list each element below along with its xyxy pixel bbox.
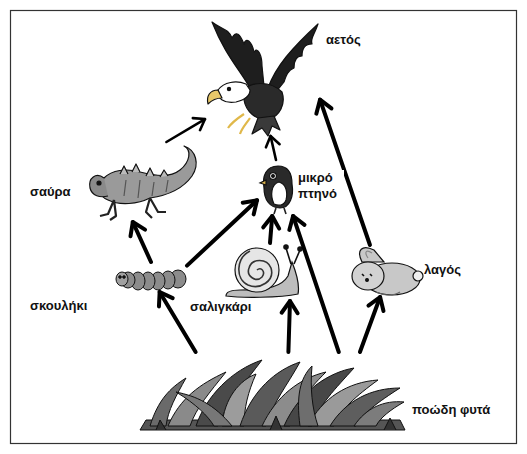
snail-node: σαλιγκάρι [222, 243, 302, 301]
lizard-node: σαύρα [88, 142, 200, 222]
plants-node: ποώδη φυτά [140, 352, 405, 432]
arrow-line [187, 200, 257, 265]
frame [11, 11, 517, 444]
organism-label: λαγός [424, 262, 461, 278]
arrow-head [193, 118, 205, 130]
organism-label: σαύρα [30, 184, 71, 200]
arrow-head [289, 216, 304, 230]
food-arrow [166, 118, 205, 142]
organism-label: αετός [326, 32, 361, 48]
bird-figure [260, 166, 293, 214]
organism-label: μικρό πτηνό [298, 170, 344, 202]
plants-figure [140, 360, 405, 430]
arrow-line [293, 216, 339, 352]
organism-label: ποώδη φυτά [412, 402, 490, 418]
rabbit-figure [352, 248, 423, 295]
food-arrow [130, 222, 151, 262]
snail-figure [226, 245, 302, 298]
worm-node: σκουλήκι [115, 262, 187, 292]
eagle-figure [207, 22, 318, 136]
organism-label: σκουλήκι [30, 298, 87, 314]
arrow-head [159, 292, 173, 306]
food-arrow [266, 136, 280, 160]
organism-label: σαλιγκάρι [190, 299, 251, 315]
food-arrow [360, 297, 384, 352]
worm-figure [116, 270, 186, 290]
arrow-line [166, 119, 205, 142]
arrow-head [316, 100, 331, 114]
arrow-head [263, 216, 279, 229]
food-arrow [282, 301, 298, 352]
lizard-figure [90, 146, 196, 220]
arrow-head [243, 200, 257, 214]
arrow-head [266, 136, 280, 147]
arrow-line [288, 301, 290, 352]
food-arrow [187, 200, 257, 265]
rabbit-node: λαγός [345, 245, 423, 297]
food-arrow [289, 216, 338, 352]
arrow-head [282, 301, 298, 313]
arrow-head [368, 297, 383, 311]
arrow-head [130, 222, 145, 236]
eagle-node: αετός [205, 15, 320, 136]
bird-node: μικρό πτηνό [257, 160, 295, 216]
food-arrow [263, 216, 279, 243]
